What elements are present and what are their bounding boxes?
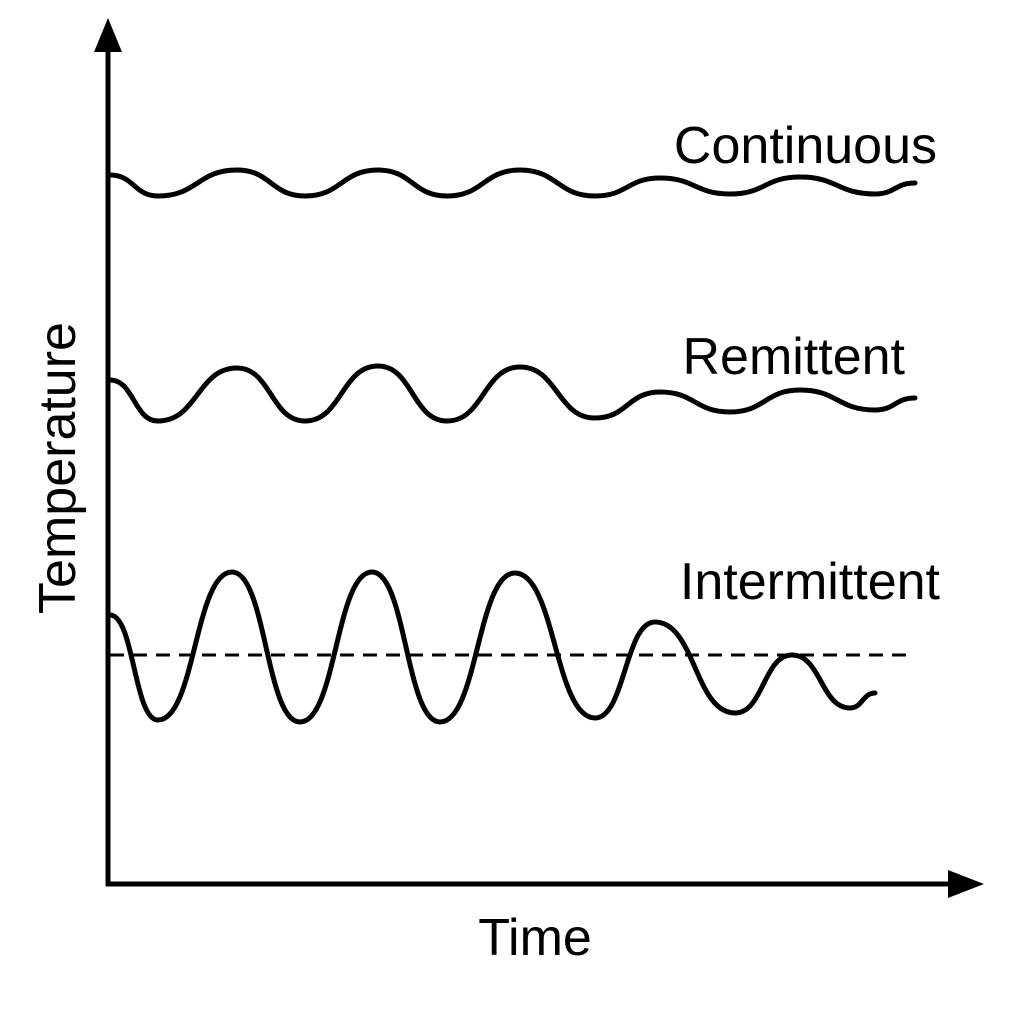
- x-axis-label: Time: [478, 909, 592, 967]
- continuous-label: Continuous: [674, 117, 937, 175]
- y-axis-arrow-icon: [94, 18, 122, 52]
- intermittent-label: Intermittent: [680, 553, 941, 611]
- x-axis-arrow-icon: [948, 870, 984, 898]
- intermittent-curve: [107, 569, 878, 725]
- remittent-label: Remittent: [682, 328, 905, 386]
- continuous-curve: [107, 167, 918, 199]
- y-axis-label: Temperature: [29, 322, 87, 614]
- remittent-curve: [107, 363, 918, 424]
